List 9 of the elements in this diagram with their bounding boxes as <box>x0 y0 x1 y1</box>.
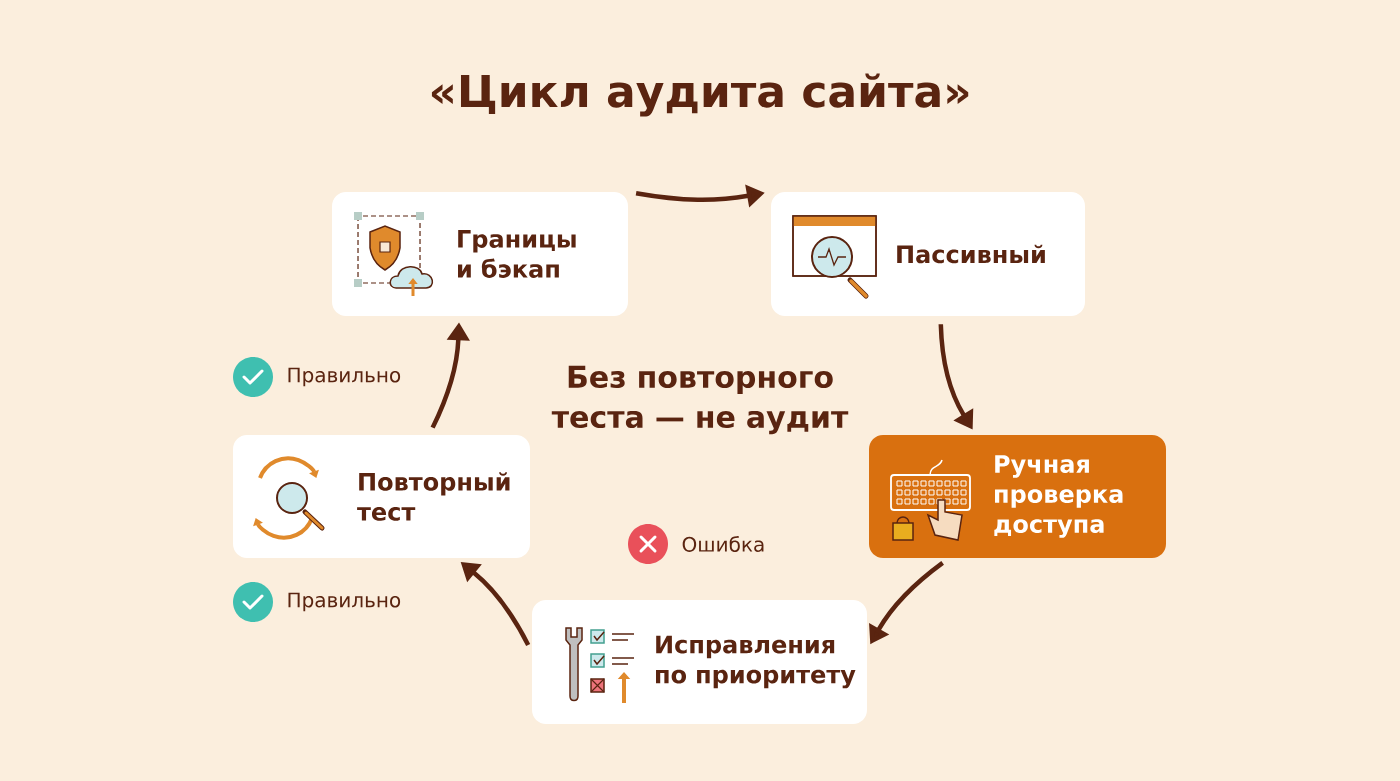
title: «Цикл аудита сайта» <box>431 73 969 117</box>
status-label: Правильно <box>288 592 401 612</box>
step-box: Исправления по приоритету <box>532 600 867 724</box>
step-box: Границы и бэкап <box>332 192 628 316</box>
highlighted-step-box: Ручная проверка доступа <box>869 435 1166 558</box>
step-box: Повторный тест <box>233 435 530 558</box>
status-label: Правильно <box>288 367 401 387</box>
center-note: Без повторного теста — не аудит <box>551 365 849 435</box>
status-label: Ошибка <box>682 536 764 552</box>
